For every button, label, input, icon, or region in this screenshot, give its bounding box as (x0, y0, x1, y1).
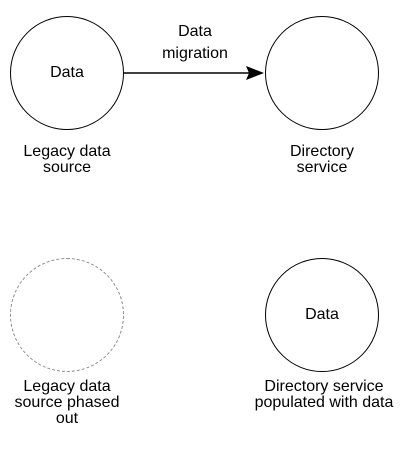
directory-populated-caption-line-2: populated with data (254, 394, 394, 411)
legacy-phased-out-caption-line-1: Legacy data (23, 378, 111, 395)
legacy-phased-out-caption: Legacy data source phased out (0, 379, 134, 427)
legacy-data-source-caption: Legacy data source (0, 144, 134, 176)
legacy-data-source-inner-label: Data (50, 64, 84, 81)
legacy-phased-out-caption-line-2: source phased (14, 394, 120, 411)
data-migration-label-line-2: migration (162, 45, 228, 62)
legacy-phased-out-caption-line-3: out (55, 410, 79, 427)
directory-populated-caption: Directory service populated with data (244, 379, 404, 411)
legacy-data-source-circle: Data (10, 16, 124, 130)
data-migration-label: Data migration (134, 21, 256, 65)
directory-populated-circle: Data (265, 258, 379, 372)
directory-service-caption: Directory service (262, 144, 382, 176)
directory-populated-caption-line-1: Directory service (264, 378, 384, 395)
directory-service-caption-line-1: Directory (289, 143, 354, 160)
data-migration-label-line-1: Data (178, 23, 212, 40)
directory-populated-inner-label: Data (305, 306, 339, 323)
directory-service-circle (265, 16, 379, 130)
legacy-data-source-caption-line-2: source (42, 159, 92, 176)
legacy-phased-out-circle (10, 258, 124, 372)
legacy-data-source-caption-line-1: Legacy data (23, 143, 111, 160)
directory-service-caption-line-2: service (296, 159, 348, 176)
data-migration-arrowhead (246, 66, 264, 80)
